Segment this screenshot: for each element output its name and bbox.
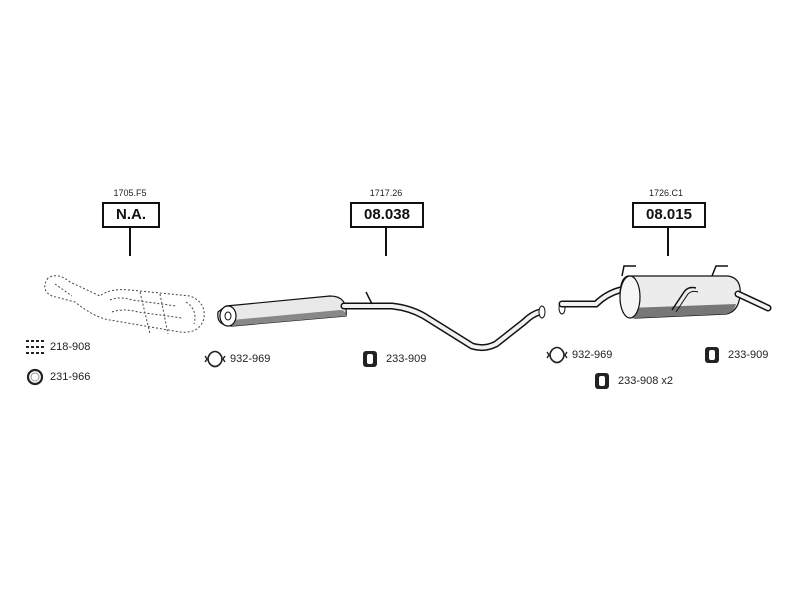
- rear-silencer-drawing: [558, 265, 772, 319]
- accessory-label: 231-966: [50, 371, 91, 383]
- clamp-icon: [204, 350, 226, 368]
- leader-line-2: [385, 228, 387, 256]
- catalytic-converter-drawing: [44, 275, 205, 335]
- accessory-3-2[interactable]: 233-909: [702, 346, 768, 364]
- accessory-2-1[interactable]: 932-969: [204, 350, 270, 368]
- accessory-label: 233-909: [728, 349, 769, 361]
- rubber-hanger-icon: [705, 347, 719, 363]
- leader-line-1: [129, 228, 131, 256]
- leader-line-3: [667, 228, 669, 256]
- accessory-label: 932-969: [572, 349, 613, 361]
- reference-number-2: 1717.26: [369, 188, 403, 198]
- part-number-box-1[interactable]: N.A.: [102, 202, 160, 228]
- part-number-box-2[interactable]: 08.038: [350, 202, 424, 228]
- accessory-label: 932-969: [230, 353, 271, 365]
- rubber-hanger-icon: [363, 351, 377, 367]
- reference-number-1: 1705.F5: [113, 188, 147, 198]
- bolt-set-icon: [26, 340, 44, 354]
- accessory-3-1[interactable]: 932-969: [546, 346, 612, 364]
- clamp-icon: [546, 346, 568, 364]
- accessory-label: 218-908: [50, 341, 91, 353]
- accessory-label: 233-909: [386, 353, 427, 365]
- rubber-hanger-icon: [595, 373, 609, 389]
- reference-number-3: 1726.C1: [648, 188, 684, 198]
- gasket-ring-icon: [26, 368, 44, 386]
- accessory-3-3[interactable]: 233-908 x2: [592, 372, 673, 390]
- middle-silencer-drawing: [217, 291, 546, 352]
- accessory-1-1[interactable]: 218-908: [24, 338, 90, 356]
- accessory-label: 233-908 x2: [618, 375, 674, 387]
- accessory-1-2[interactable]: 231-966: [24, 368, 90, 386]
- accessory-2-2[interactable]: 233-909: [360, 350, 426, 368]
- part-number-box-3[interactable]: 08.015: [632, 202, 706, 228]
